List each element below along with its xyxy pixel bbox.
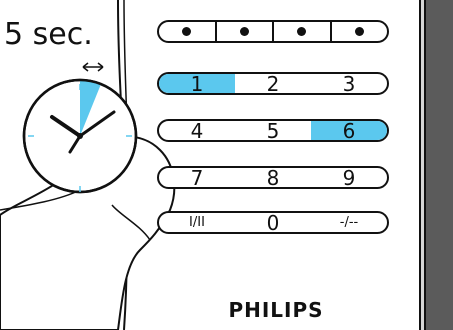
key-row-4: I/II 0 -/-- [157, 211, 389, 234]
key-0[interactable]: 0 [266, 211, 280, 234]
key-dual-sound[interactable]: I/II [189, 215, 205, 230]
dot-key[interactable] [159, 22, 217, 41]
key-2[interactable]: 2 [266, 72, 280, 95]
dot-icon [182, 27, 192, 36]
pointing-finger-icon [0, 135, 176, 330]
remote-side-panel [426, 0, 453, 330]
dot-icon [297, 27, 307, 36]
dot-key[interactable] [217, 22, 274, 41]
key-9[interactable]: 9 [342, 166, 356, 189]
dot-key[interactable] [274, 22, 332, 41]
dot-key[interactable] [332, 22, 388, 41]
brand-logo: PHILIPS [228, 298, 324, 322]
key-row-3: 7 8 9 [157, 166, 389, 189]
key-3[interactable]: 3 [342, 72, 356, 95]
key-digit-entry[interactable]: -/-- [339, 215, 359, 230]
key-7[interactable]: 7 [190, 166, 204, 189]
key-8[interactable]: 8 [266, 166, 280, 189]
key-row-2: 4 5 6 [157, 119, 389, 142]
key-6[interactable]: 6 [311, 121, 387, 140]
dot-icon [239, 27, 249, 36]
key-4[interactable]: 4 [190, 119, 204, 142]
key-1[interactable]: 1 [159, 74, 235, 93]
color-key-row [157, 20, 389, 43]
key-row-1: 1 2 3 [157, 72, 389, 95]
remote-side-edge [419, 0, 426, 330]
dot-icon [354, 27, 364, 36]
key-5[interactable]: 5 [266, 119, 280, 142]
time-label: 5 sec. [4, 17, 93, 52]
